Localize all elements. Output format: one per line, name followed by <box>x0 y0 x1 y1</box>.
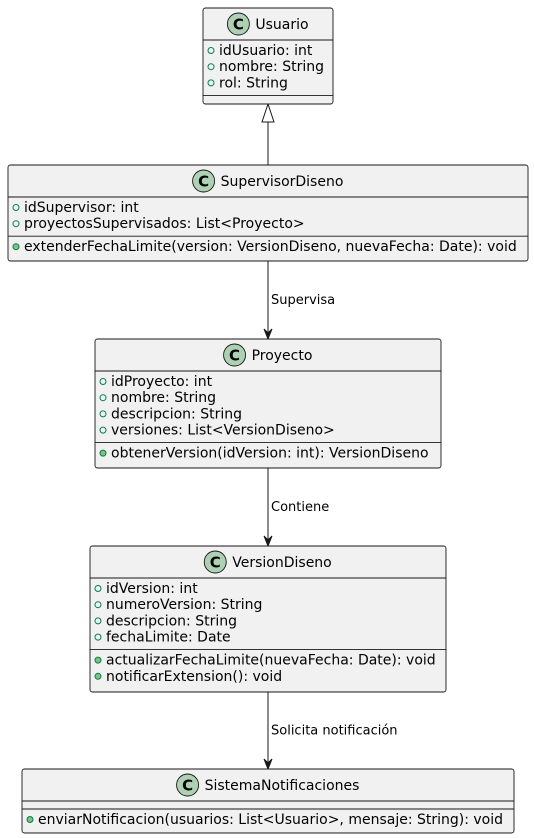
class-attribute: nombre: String <box>219 59 324 75</box>
class-name: SistemaNotificaciones <box>205 778 360 794</box>
class-operation: notificarExtension(): void <box>106 669 282 685</box>
class-stereotype-icon <box>192 169 216 193</box>
public-visibility-icon <box>207 79 215 87</box>
public-visibility-icon <box>12 204 20 211</box>
class-name: Proyecto <box>252 348 313 364</box>
class-attribute: proyectosSupervisados: List<Proyecto> <box>24 216 305 232</box>
class-stereotype-icon <box>226 12 250 36</box>
public-visibility-icon <box>207 63 215 71</box>
public-visibility-icon <box>26 816 34 823</box>
stereotype-letter: C <box>229 347 240 365</box>
public-visibility-icon <box>12 220 20 228</box>
class-stereotype-icon <box>223 343 247 367</box>
class-operation: obtenerVersion(idVersion: int): VersionD… <box>111 446 429 462</box>
class-attribute: descripcion: String <box>106 613 237 629</box>
class-attribute: descripcion: String <box>111 406 242 422</box>
public-visibility-icon <box>94 585 102 592</box>
public-visibility-icon <box>99 426 107 434</box>
stereotype-letter: C <box>182 777 193 795</box>
class-sistema-notificaciones[interactable]: SistemaNotificaciones CenviarNotificacion… <box>21 768 515 834</box>
public-visibility-icon <box>99 449 107 457</box>
class-attribute: idVersion: int <box>106 581 198 597</box>
class-attribute: versiones: List<VersionDiseno> <box>111 423 335 439</box>
arrow-head-icon <box>263 535 273 548</box>
class-attribute: rol: String <box>219 75 288 91</box>
class-operation: actualizarFechaLimite(nuevaFecha: Date):… <box>106 653 436 669</box>
public-visibility-icon <box>99 410 107 418</box>
stereotype-letter: C <box>198 173 209 191</box>
public-visibility-icon <box>94 601 102 609</box>
relation-supervisor-diseno-usuario <box>261 102 275 165</box>
class-operation: enviarNotificacion(usuarios: List<Usuari… <box>38 812 503 828</box>
class-attribute: fechaLimite: Date <box>106 630 231 646</box>
class-attribute: idUsuario: int <box>219 43 313 59</box>
relation-version-diseno-sistema-notificaciones: Solicita notificación <box>263 692 398 771</box>
class-name: SupervisorDiseno <box>221 174 344 190</box>
class-attribute: idProyecto: int <box>111 374 213 390</box>
class-box <box>7 164 529 262</box>
public-visibility-icon <box>94 633 102 641</box>
relation-supervisor-diseno-proyecto: Supervisa <box>263 261 335 341</box>
public-visibility-icon <box>99 378 107 385</box>
class-operation: extenderFechaLimite(version: VersionDise… <box>24 239 517 255</box>
class-name: Usuario <box>255 17 308 33</box>
relation-proyecto-version-diseno: Contiene <box>263 468 329 548</box>
class-stereotype-icon <box>176 773 200 797</box>
class-attribute: numeroVersion: String <box>106 597 262 613</box>
relation-label: Supervisa <box>271 293 335 308</box>
arrow-head-icon <box>263 758 273 771</box>
class-box <box>89 545 447 693</box>
stereotype-letter: C <box>210 554 221 572</box>
class-attribute: idSupervisor: int <box>24 200 139 216</box>
stereotype-letter: C <box>233 16 244 34</box>
class-stereotype-icon <box>203 550 227 574</box>
public-visibility-icon <box>94 617 102 625</box>
relation-label: Solicita notificación <box>271 724 398 739</box>
class-attribute: nombre: String <box>111 390 216 406</box>
public-visibility-icon <box>207 47 215 54</box>
inheritance-arrow-icon <box>261 102 275 123</box>
relation-label: Contiene <box>271 500 329 515</box>
public-visibility-icon <box>99 394 107 402</box>
arrow-head-icon <box>263 328 273 341</box>
public-visibility-icon <box>94 672 102 680</box>
public-visibility-icon <box>12 243 20 251</box>
class-name: VersionDiseno <box>232 555 332 571</box>
public-visibility-icon <box>94 656 102 664</box>
